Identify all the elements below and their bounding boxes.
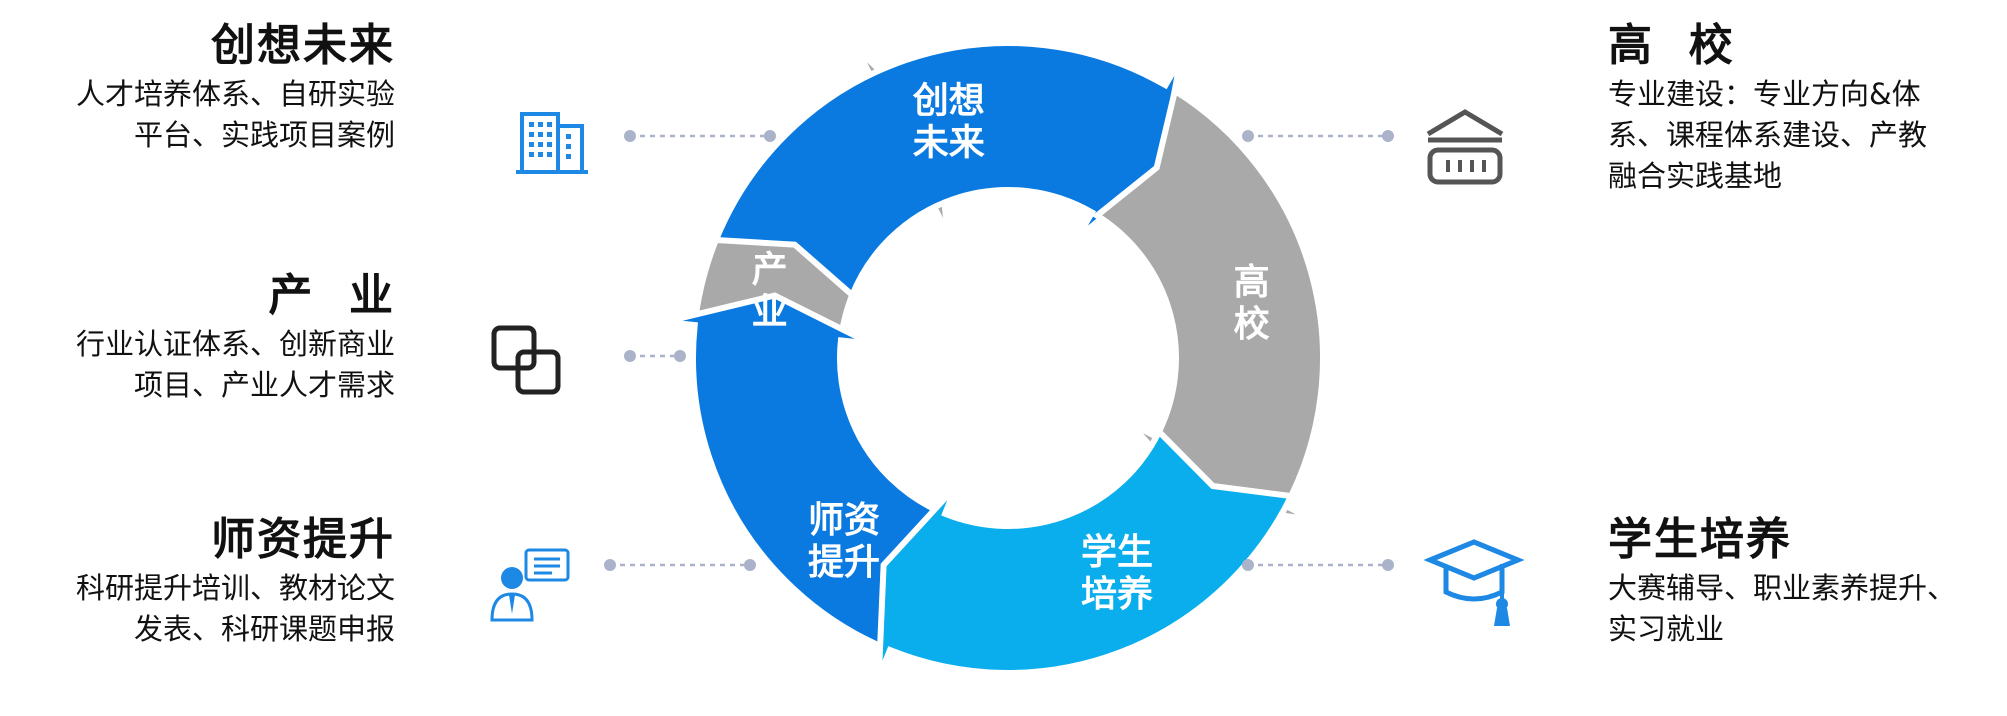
cycle-segment-label: 提升 [808, 542, 880, 583]
block-title: 师资提升 [211, 514, 395, 565]
university-icon [1426, 109, 1504, 185]
connector-dot [1242, 559, 1254, 571]
left-block-shizi: 师资提升 科研提升培训、教材论文 发表、科研课题申报 [76, 512, 395, 650]
connector-dot [1382, 559, 1394, 571]
block-desc-line: 平台、实践项目案例 [133, 118, 395, 152]
cycle-segment-label: 校 [1234, 304, 1270, 345]
block-desc-line: 专业建设：专业方向&体 [1608, 77, 1921, 111]
block-desc-line: 大赛辅导、职业素养提升、 [1608, 571, 1957, 605]
connector-dot [744, 559, 756, 571]
block-desc-line: 人才培养体系、自研实验 [75, 77, 395, 111]
connector-dot [624, 130, 636, 142]
cycle-segment-label: 创想 [913, 80, 985, 121]
left-block-chuangxiang: 创想未来 人才培养体系、自研实验 平台、实践项目案例 [76, 18, 395, 156]
left-block-chanye: 产 业 行业认证体系、创新商业 项目、产业人才需求 [76, 268, 395, 406]
block-desc-line: 融合实践基地 [1608, 159, 1783, 193]
connector-dot [604, 559, 616, 571]
block-title: 创想未来 [211, 20, 395, 71]
connector-dot [624, 350, 636, 362]
cycle-arrow-segment [711, 40, 1184, 301]
graduation-cap-icon [1424, 539, 1524, 626]
block-desc-line: 行业认证体系、创新商业 [75, 327, 395, 361]
cycle-segment-label: 培养 [1081, 573, 1153, 615]
connector-dot [674, 350, 686, 362]
teacher-presentation-icon [490, 548, 570, 622]
block-title: 学生培养 [1608, 514, 1792, 565]
link-squares-icon [491, 325, 561, 395]
cycle-segment-label: 学生 [1081, 531, 1153, 573]
building-icon [516, 112, 588, 174]
block-desc-line: 系、课程体系建设、产教 [1608, 118, 1928, 152]
block-title: 产 业 [268, 270, 395, 321]
block-desc-line: 科研提升培训、教材论文 [75, 571, 395, 605]
connector-dot [1242, 130, 1254, 142]
cycle-arrow-segment [875, 426, 1296, 680]
connector-dot [1382, 130, 1394, 142]
right-block-xuesheng: 学生培养 大赛辅导、职业素养提升、 实习就业 [1608, 512, 1956, 650]
block-desc-line: 发表、科研课题申报 [133, 612, 395, 646]
connector-dot [764, 130, 776, 142]
cycle-segment-label: 业 [752, 292, 788, 333]
cycle-segment-label: 产 [752, 250, 788, 291]
block-desc-line: 项目、产业人才需求 [133, 368, 395, 402]
cycle-segment-label: 师资 [808, 500, 880, 541]
right-block-gaoxiao: 高 校 专业建设：专业方向&体 系、课程体系建设、产教 融合实践基地 [1608, 18, 1927, 197]
block-desc-line: 实习就业 [1608, 612, 1725, 646]
cycle-segment-label: 高 [1234, 262, 1270, 303]
block-title: 高 校 [1608, 20, 1735, 71]
cycle-segment-label: 未来 [913, 122, 985, 163]
